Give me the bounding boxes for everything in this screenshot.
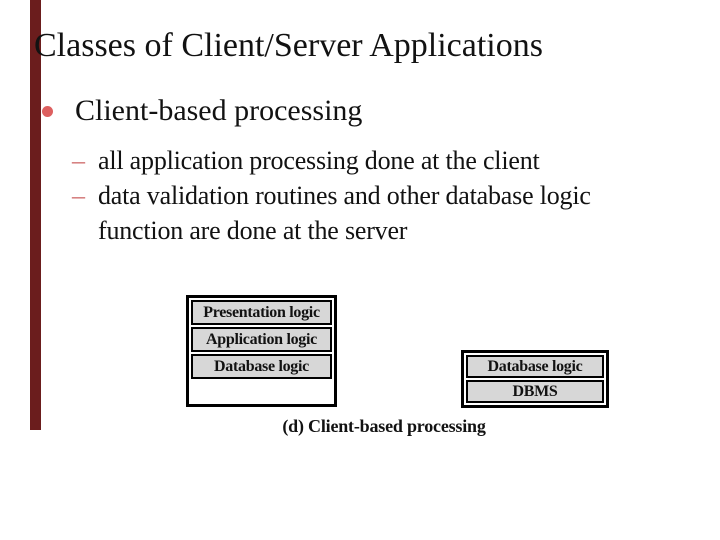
client-cell-application-logic: Application logic [191,327,332,352]
client-empty-cell [191,381,332,402]
bullet-item: Client-based processing [42,92,362,130]
bullet-dot-icon [42,106,53,117]
left-accent-bar [30,0,41,430]
client-cell-presentation-logic: Presentation logic [191,300,332,325]
sub-bullet-1: – all application processing done at the… [72,143,540,178]
bullet-text: Client-based processing [75,94,363,127]
sub-bullet-2-line-1: data validation routines and other datab… [98,181,591,210]
slide-title: Classes of Client/Server Applications [34,27,543,64]
sub-bullet-2-text: data validation routines and other datab… [98,178,591,248]
client-stack-box: Presentation logic Application logic Dat… [186,295,337,407]
server-cell-database-logic: Database logic [466,355,604,378]
sub-bullet-2: – data validation routines and other dat… [72,178,591,248]
server-stack-box: Database logic DBMS [461,350,609,408]
sub-bullet-1-line-1: all application processing done at the c… [98,146,540,175]
client-cell-database-logic: Database logic [191,354,332,379]
sub-bullet-1-text: all application processing done at the c… [98,143,540,178]
dash-marker-icon: – [72,181,85,210]
diagram-caption: (d) Client-based processing [282,416,486,436]
server-cell-dbms: DBMS [466,380,604,403]
dash-marker-icon: – [72,146,85,175]
sub-bullet-2-line-2: function are done at the server [98,216,408,245]
